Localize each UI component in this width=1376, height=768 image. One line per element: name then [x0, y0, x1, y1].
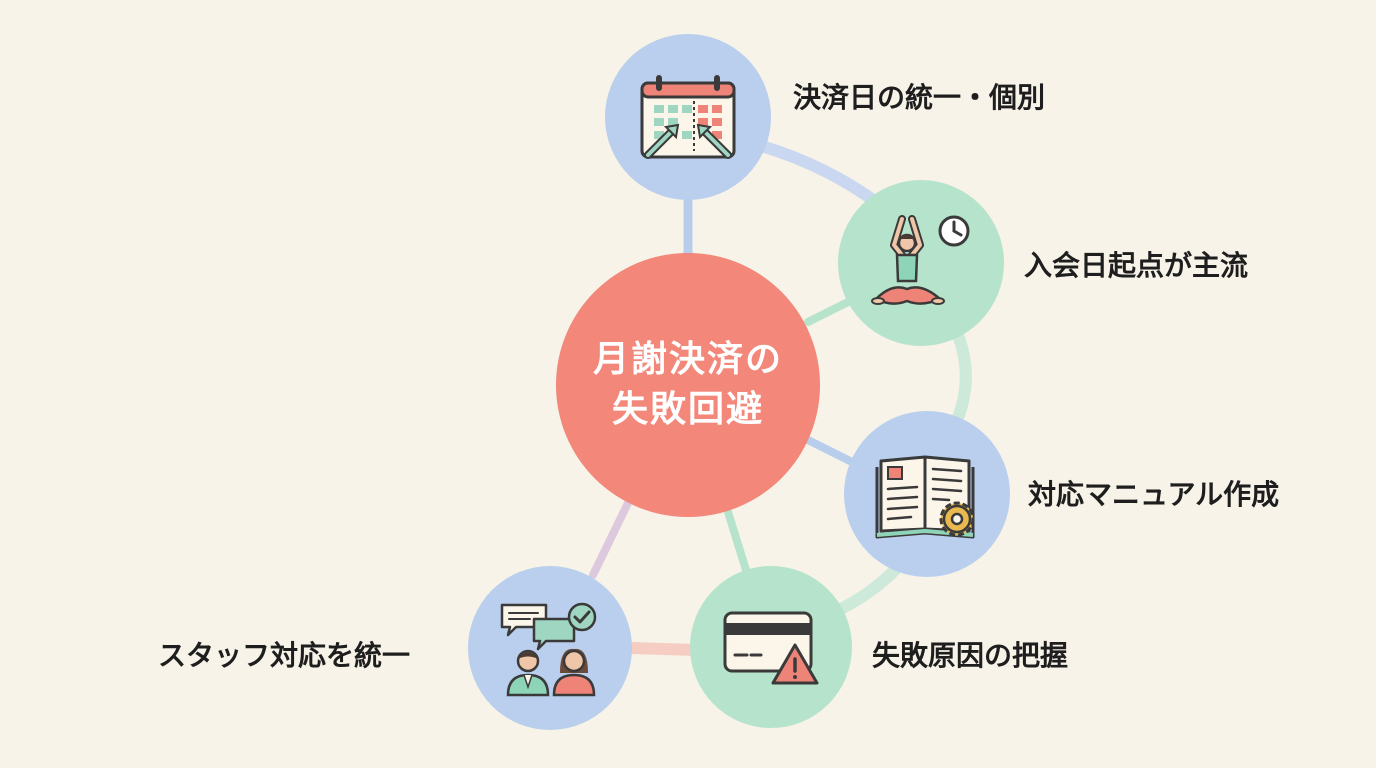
spoke-staff [589, 499, 632, 579]
connector-arc-4 [624, 642, 701, 656]
label-failure-cause: 失敗原因の把握 [872, 639, 1069, 672]
spoke-joining-date [804, 298, 852, 326]
center-title-line-2: 失敗回避 [611, 389, 764, 430]
center-hub: 月謝決済の 失敗回避 [556, 253, 820, 517]
connector-arc-3 [829, 564, 901, 618]
calendar-arrows-icon [640, 75, 736, 159]
book-gear-icon [875, 455, 975, 539]
staff-chat-icon [500, 602, 597, 697]
card-warning-icon [723, 611, 819, 685]
label-joining-date: 入会日起点が主流 [1024, 249, 1249, 282]
node-failure-cause [690, 566, 852, 728]
spoke-failure-cause [724, 508, 750, 574]
label-manual: 対応マニュアル作成 [1028, 478, 1280, 511]
connector-arc-2 [949, 329, 972, 431]
spoke-manual [804, 436, 856, 466]
node-manual [844, 411, 1010, 577]
node-payment-date [605, 34, 771, 200]
label-staff: スタッフ対応を統一 [158, 639, 411, 672]
center-title-line-1: 月謝決済の [592, 339, 783, 380]
label-payment-date: 決済日の統一・個別 [793, 81, 1046, 114]
node-staff [468, 566, 632, 730]
yoga-clock-icon [871, 215, 970, 305]
node-joining-date [838, 180, 1004, 346]
